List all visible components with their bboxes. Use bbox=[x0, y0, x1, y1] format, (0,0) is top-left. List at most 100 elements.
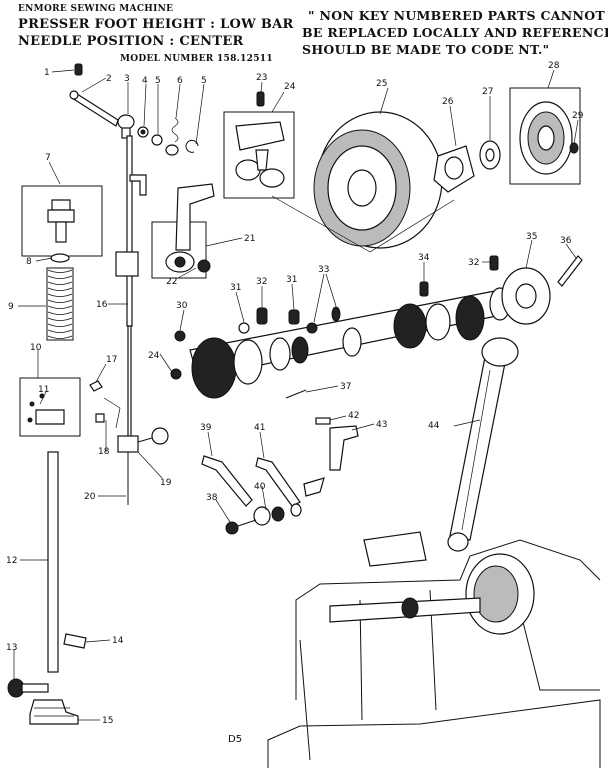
callout-4: 4 bbox=[142, 76, 148, 86]
part-31-collar bbox=[238, 322, 250, 334]
callout-31: 31 bbox=[230, 283, 241, 293]
callout-29: 29 bbox=[572, 111, 584, 121]
part-19-needle-clamp bbox=[117, 427, 169, 453]
part-5b-clip bbox=[185, 139, 199, 153]
callout-33: 33 bbox=[318, 265, 329, 275]
callout-30: 30 bbox=[176, 301, 188, 311]
part-41-lever bbox=[255, 457, 325, 507]
callout-21: 21 bbox=[244, 234, 255, 244]
needle-position: NEEDLE POSITION : CENTER bbox=[18, 34, 244, 49]
callout-42: 42 bbox=[348, 411, 359, 421]
part-30-screw bbox=[174, 330, 186, 342]
part-24b-screw bbox=[170, 368, 182, 380]
callout-18: 18 bbox=[98, 447, 110, 457]
part-14-bracket bbox=[63, 633, 87, 649]
callout-24b: 24 bbox=[148, 351, 160, 361]
machine-title: ENMORE SEWING MACHINE bbox=[18, 4, 174, 14]
part-31b-collar bbox=[288, 309, 300, 325]
model-number: MODEL NUMBER 158.12511 bbox=[120, 54, 273, 64]
part-18-thread-guide bbox=[95, 397, 121, 429]
part-38-screw bbox=[225, 519, 257, 535]
callout-13: 13 bbox=[6, 643, 17, 653]
callout-5b: 5 bbox=[201, 76, 207, 86]
callout-24: 23 bbox=[256, 73, 267, 83]
part-20-needle bbox=[126, 451, 130, 505]
callout-26: 26 bbox=[442, 97, 454, 107]
part-2-lever-shaft bbox=[69, 90, 119, 127]
thread-guide-bracket bbox=[129, 174, 147, 196]
part-24-set-screw bbox=[256, 91, 265, 107]
note-line-1: " NON KEY NUMBERED PARTS CANNOT bbox=[308, 8, 606, 23]
part-39-lever bbox=[201, 455, 253, 507]
part-32-bushing bbox=[256, 307, 268, 325]
callout-22: 22 bbox=[166, 277, 177, 287]
part-42-screw bbox=[315, 417, 331, 425]
part-6-spring bbox=[165, 117, 179, 156]
part-5-nut bbox=[151, 134, 163, 146]
part-22-screw bbox=[197, 259, 211, 273]
part-9-presser-spring bbox=[46, 267, 74, 341]
part-21-link-frame bbox=[151, 183, 215, 279]
callout-43: 43 bbox=[376, 420, 387, 430]
callout-2: 2 bbox=[106, 74, 112, 84]
callout-3: 3 bbox=[124, 74, 130, 84]
part-44-connecting-rod bbox=[447, 337, 519, 552]
callout-20: 20 bbox=[84, 492, 96, 502]
part-16-needle-bar bbox=[115, 135, 139, 447]
callout-17: 17 bbox=[106, 355, 117, 365]
callout-36: 36 bbox=[560, 236, 572, 246]
part-40-roller bbox=[253, 503, 302, 526]
callout-19: 19 bbox=[160, 478, 172, 488]
part-26-bushing bbox=[433, 145, 475, 193]
note-line-2: BE REPLACED LOCALLY AND REFERENCE bbox=[302, 25, 608, 40]
part-15-presser-foot bbox=[29, 699, 79, 725]
part-17-clip bbox=[89, 380, 103, 392]
part-29-screw bbox=[569, 142, 579, 154]
callout-5: 5 bbox=[155, 76, 161, 86]
machine-body-outline bbox=[267, 531, 601, 768]
callout-37: 37 bbox=[340, 382, 351, 392]
callout-31b: 31 bbox=[286, 275, 297, 285]
callout-10: 10 bbox=[30, 343, 42, 353]
callout-7: 7 bbox=[45, 153, 51, 163]
presser-foot-height: PRESSER FOOT HEIGHT : LOW BAR bbox=[18, 17, 294, 32]
part-12-presser-bar bbox=[47, 451, 59, 673]
part-43-plate bbox=[329, 425, 359, 471]
part-33-screws bbox=[306, 306, 341, 334]
callout-32b: 32 bbox=[468, 258, 479, 268]
callout-27: 27 bbox=[482, 87, 493, 97]
callout-41: 41 bbox=[254, 423, 265, 433]
part-25-handwheel bbox=[271, 111, 455, 253]
part-37-pin bbox=[285, 389, 307, 399]
callout-39: 39 bbox=[200, 423, 212, 433]
callout-44: 44 bbox=[428, 421, 440, 431]
page-code: D5 bbox=[228, 734, 243, 745]
part-34-screw bbox=[419, 281, 429, 297]
callout-28: 28 bbox=[548, 61, 560, 71]
callout-12: 12 bbox=[6, 556, 17, 566]
callout-15: 15 bbox=[102, 716, 113, 726]
part-36-pin bbox=[557, 255, 583, 287]
part-28-clutch-box bbox=[509, 87, 581, 185]
part-32b-bushing bbox=[489, 255, 499, 271]
callout-6: 6 bbox=[177, 76, 183, 86]
callout-14: 14 bbox=[112, 636, 124, 646]
callout-23: 24 bbox=[284, 82, 296, 92]
callout-32: 32 bbox=[256, 277, 267, 287]
callout-1: 1 bbox=[44, 68, 50, 78]
callout-11: 11 bbox=[38, 385, 49, 395]
main-shaft-assembly bbox=[189, 287, 511, 399]
callout-25: 25 bbox=[376, 79, 387, 89]
part-3-needle-bar-crank bbox=[117, 114, 135, 139]
callout-numbers: 1 2 3 4 5 6 5 7 8 9 10 11 12 13 14 15 16… bbox=[6, 61, 584, 726]
leader-lines bbox=[13, 69, 579, 721]
part-4-washer bbox=[137, 126, 149, 138]
part-23-box bbox=[223, 111, 295, 199]
part-8-washer bbox=[50, 253, 70, 263]
callout-38: 38 bbox=[206, 493, 218, 503]
part-13-thumb-screw bbox=[7, 678, 49, 698]
part-1-set-screw bbox=[74, 63, 83, 76]
callout-16: 16 bbox=[96, 300, 108, 310]
part-10-guide-box bbox=[19, 377, 81, 437]
